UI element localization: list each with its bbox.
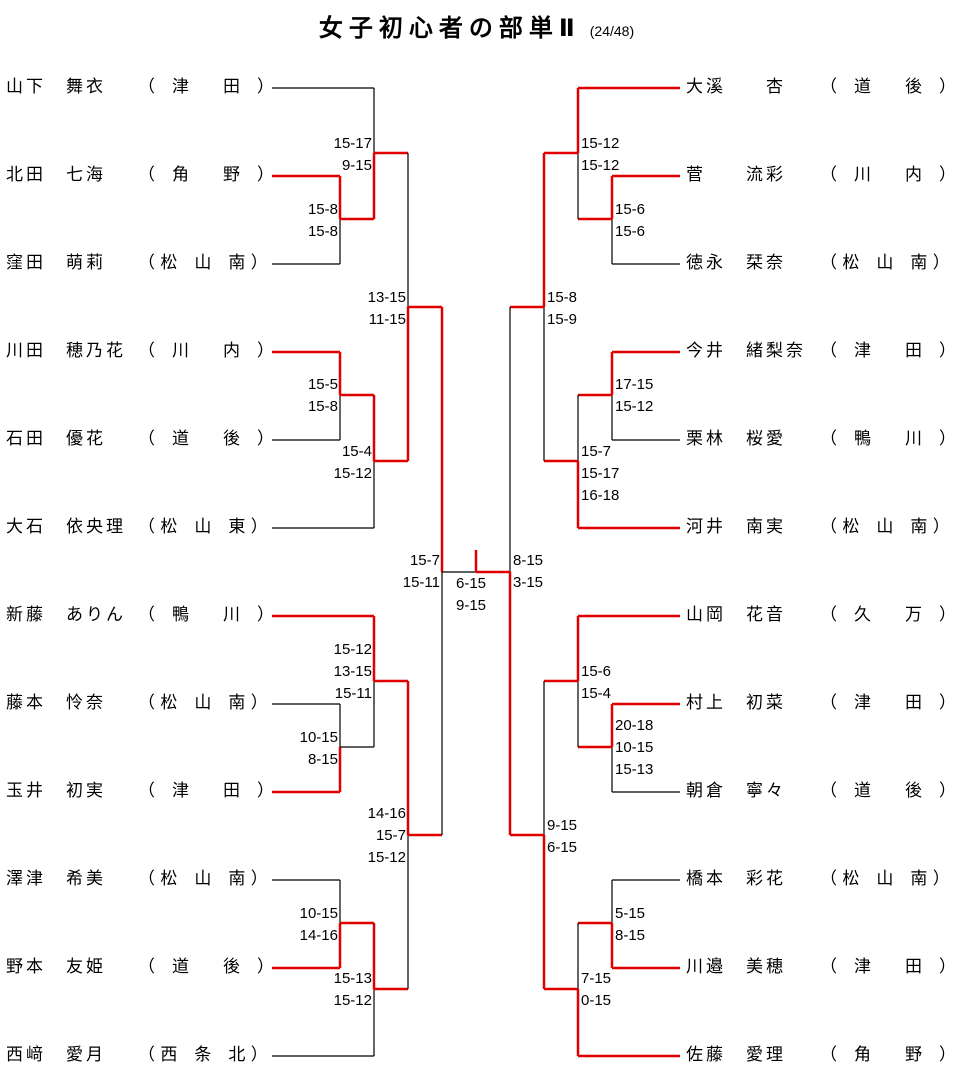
left-player-entry: 新藤 ありん （ 鴨 川 ）	[6, 605, 274, 625]
player-team: （ 久 万 ）	[820, 605, 953, 625]
match-score: 17-15 15-12	[615, 376, 654, 415]
match-score: 15-7 15-17 16-18	[581, 443, 620, 504]
player-team: （ 角 野 ）	[820, 1045, 953, 1065]
player-name: 山下 舞衣	[6, 77, 106, 97]
match-score: 8-15 3-15	[513, 552, 544, 591]
player-name: 窪田 萌莉	[6, 253, 106, 273]
player-team: （ 松 山 南 ）	[138, 253, 268, 273]
match-score: 15-6 15-6	[615, 201, 646, 240]
match-score: 15-8 15-9	[547, 289, 578, 328]
right-player-entry: 川邉 美穂 （ 津 田 ）	[686, 957, 953, 977]
player-name: 河井 南実	[686, 517, 786, 537]
player-team: （ 川 内 ）	[820, 165, 953, 185]
right-player-entry: 橋本 彩花 （ 松 山 南 ）	[686, 869, 950, 889]
player-name: 新藤 ありん	[6, 605, 126, 625]
player-name: 今井 緒梨奈	[686, 341, 806, 361]
player-team: （ 松 山 南 ）	[820, 517, 950, 537]
player-team: （ 道 後 ）	[820, 781, 953, 801]
match-score: 15-4 15-12	[333, 443, 372, 482]
right-player-entry: 佐藤 愛理 （ 角 野 ）	[686, 1045, 953, 1065]
player-name: 石田 優花	[6, 429, 106, 449]
player-name: 澤津 希美	[6, 869, 106, 889]
match-score: 9-15 6-15	[547, 817, 578, 856]
left-player-entry: 西﨑 愛月 （ 西 条 北 ）	[6, 1045, 268, 1065]
right-player-entry: 栗林 桜愛 （ 鴨 川 ）	[686, 429, 953, 449]
left-player-entry: 澤津 希美 （ 松 山 南 ）	[6, 869, 268, 889]
match-score: 15-6 15-4	[581, 663, 612, 702]
left-player-entry: 窪田 萌莉 （ 松 山 南 ）	[6, 253, 268, 273]
right-player-entry: 朝倉 寧々 （ 道 後 ）	[686, 781, 953, 801]
bracket-title: 女子初心者の部単Ⅱ (24/48)	[0, 8, 953, 43]
title-text: 女子初心者の部単Ⅱ	[318, 14, 581, 42]
right-player-entry: 村上 初菜 （ 津 田 ）	[686, 693, 953, 713]
right-player-entry: 徳永 栞奈 （ 松 山 南 ）	[686, 253, 950, 273]
player-team: （ 松 山 南 ）	[820, 253, 950, 273]
player-name: 朝倉 寧々	[686, 781, 786, 801]
player-team: （ 津 田 ）	[138, 77, 274, 97]
match-score: 13-15 11-15	[367, 289, 406, 328]
player-name: 北田 七海	[6, 165, 106, 185]
player-name: 西﨑 愛月	[6, 1045, 106, 1065]
match-score: 15-5 15-8	[307, 376, 338, 415]
left-player-entry: 藤本 怜奈 （ 松 山 南 ）	[6, 693, 268, 713]
player-name: 川田 穂乃花	[6, 341, 126, 361]
player-name: 徳永 栞奈	[686, 253, 786, 273]
match-score: 15-13 15-12	[333, 970, 372, 1009]
right-player-entry: 今井 緒梨奈 （ 津 田 ）	[686, 341, 953, 361]
player-team: （ 道 後 ）	[138, 429, 274, 449]
match-score: 7-15 0-15	[581, 970, 612, 1009]
player-team: （ 松 山 南 ）	[138, 869, 268, 889]
match-score: 15-17 9-15	[333, 135, 372, 174]
player-team: （ 西 条 北 ）	[138, 1045, 268, 1065]
right-player-entry: 菅 流彩 （ 川 内 ）	[686, 165, 953, 185]
player-team: （ 鴨 川 ）	[820, 429, 953, 449]
player-team: （ 道 後 ）	[138, 957, 274, 977]
match-score: 20-18 10-15 15-13	[615, 717, 654, 778]
left-player-entry: 玉井 初実 （ 津 田 ）	[6, 781, 274, 801]
player-name: 村上 初菜	[686, 693, 786, 713]
match-score: 6-15 9-15	[456, 575, 487, 614]
match-score: 15-8 15-8	[307, 201, 338, 240]
player-name: 山岡 花音	[686, 605, 786, 625]
player-name: 橋本 彩花	[686, 869, 786, 889]
player-team: （ 津 田 ）	[138, 781, 274, 801]
right-player-entry: 山岡 花音 （ 久 万 ）	[686, 605, 953, 625]
left-player-entry: 大石 依央理 （ 松 山 東 ）	[6, 517, 268, 537]
player-team: （ 松 山 南 ）	[820, 869, 950, 889]
right-player-entry: 河井 南実 （ 松 山 南 ）	[686, 517, 950, 537]
player-name: 大溪 杏	[686, 77, 786, 97]
player-name: 栗林 桜愛	[686, 429, 786, 449]
match-score: 15-7 15-11	[402, 552, 440, 591]
match-score: 10-15 8-15	[299, 729, 338, 768]
player-team: （ 津 田 ）	[820, 693, 953, 713]
player-name: 川邉 美穂	[686, 957, 786, 977]
right-player-entry: 大溪 杏 （ 道 後 ）	[686, 77, 953, 97]
player-name: 藤本 怜奈	[6, 693, 106, 713]
entry-count: (24/48)	[589, 23, 635, 39]
player-team: （ 松 山 東 ）	[138, 517, 268, 537]
match-score: 15-12 15-12	[581, 135, 620, 174]
player-team: （ 川 内 ）	[138, 341, 274, 361]
player-name: 佐藤 愛理	[686, 1045, 786, 1065]
player-team: （ 津 田 ）	[820, 957, 953, 977]
player-team: （ 津 田 ）	[820, 341, 953, 361]
player-name: 玉井 初実	[6, 781, 106, 801]
player-name: 菅 流彩	[686, 165, 786, 185]
player-team: （ 道 後 ）	[820, 77, 953, 97]
left-player-entry: 野本 友姫 （ 道 後 ）	[6, 957, 274, 977]
left-player-entry: 山下 舞衣 （ 津 田 ）	[6, 77, 274, 97]
match-score: 15-12 13-15 15-11	[333, 641, 372, 702]
left-player-entry: 石田 優花 （ 道 後 ）	[6, 429, 274, 449]
left-player-entry: 川田 穂乃花 （ 川 内 ）	[6, 341, 274, 361]
player-team: （ 角 野 ）	[138, 165, 274, 185]
player-name: 大石 依央理	[6, 517, 126, 537]
match-score: 14-16 15-7 15-12	[367, 805, 406, 866]
player-name: 野本 友姫	[6, 957, 106, 977]
player-team: （ 鴨 川 ）	[138, 605, 274, 625]
player-team: （ 松 山 南 ）	[138, 693, 268, 713]
match-score: 10-15 14-16	[299, 905, 338, 944]
match-score: 5-15 8-15	[615, 905, 646, 944]
left-player-entry: 北田 七海 （ 角 野 ）	[6, 165, 274, 185]
